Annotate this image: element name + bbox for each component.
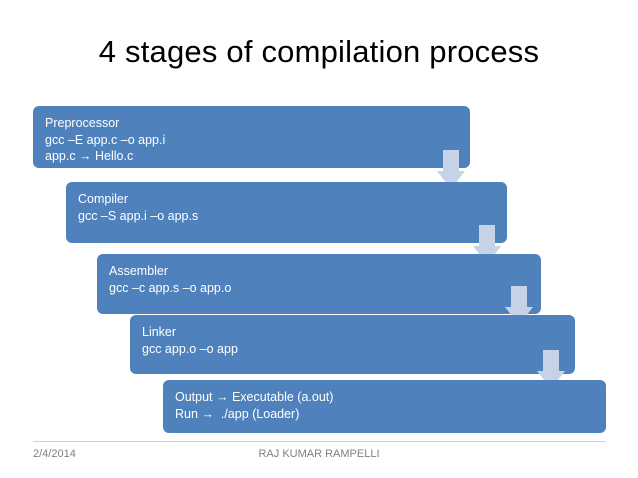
- stage-line: gcc –c app.s –o app.o: [109, 280, 232, 295]
- stage-line: Linker: [142, 325, 177, 339]
- stage-line: gcc –E app.c –o app.i: [45, 132, 166, 147]
- footer-author: RAJ KUMAR RAMPELLI: [258, 448, 380, 460]
- stage-bar-linker[interactable]: Linker gcc app.o –o app: [130, 315, 575, 374]
- stage-bar-compiler[interactable]: Compiler gcc –S app.i –o app.s: [66, 182, 507, 243]
- footer-divider: [33, 441, 606, 442]
- arrow-stem: [543, 350, 559, 372]
- stage-line: gcc –S app.i –o app.s: [78, 208, 199, 223]
- stage-line: app.c → Hello.c: [45, 149, 134, 163]
- stage-line: gcc app.o –o app: [142, 341, 238, 356]
- arrow-stem: [511, 286, 527, 308]
- footer-date: 2/4/2014: [33, 448, 76, 460]
- stage-line: Run → ./app (Loader): [175, 406, 300, 421]
- stage-line: Compiler: [78, 192, 129, 206]
- page-title: 4 stages of compilation process: [98, 34, 540, 69]
- stage-line: Assembler: [109, 264, 169, 278]
- stage-line: Preprocessor: [45, 116, 120, 130]
- stage-bar-preprocessor[interactable]: Preprocessor gcc –E app.c –o app.i app.c…: [33, 106, 470, 168]
- arrow-stem: [443, 150, 459, 172]
- arrow-stem: [479, 225, 495, 247]
- stage-bar-output[interactable]: Output → Executable (a.out) Run → ./app …: [163, 380, 606, 433]
- stage-bar-assembler[interactable]: Assembler gcc –c app.s –o app.o: [97, 254, 541, 314]
- stage-line: Output → Executable (a.out): [175, 390, 334, 404]
